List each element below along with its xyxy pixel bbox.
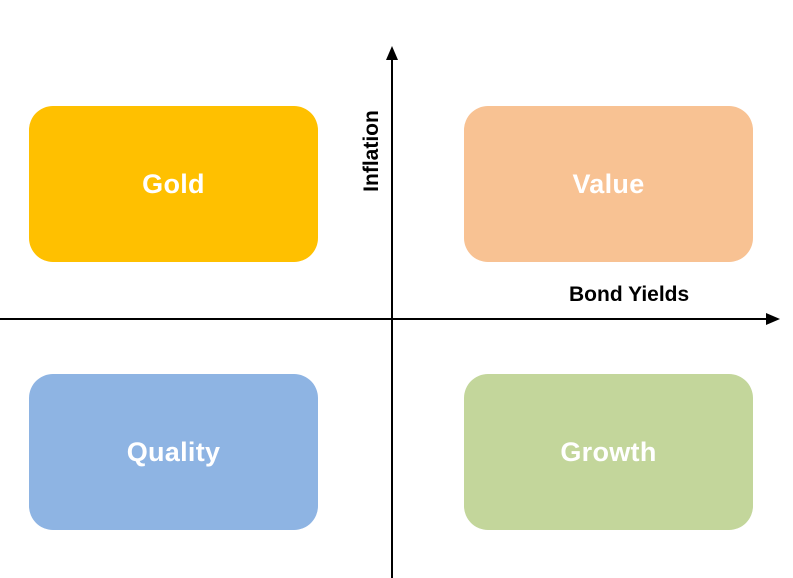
quadrant-gold-label: Gold — [142, 168, 205, 199]
quadrant-growth: Growth — [464, 374, 753, 530]
x-axis-label: Bond Yields — [569, 283, 690, 306]
quadrant-value-label: Value — [572, 168, 645, 199]
quadrant-quality: Quality — [29, 374, 318, 530]
quadrant-gold: Gold — [29, 106, 318, 262]
y-axis-label: Inflation — [360, 110, 383, 192]
x-axis-arrowhead — [766, 313, 780, 325]
quadrant-quality-label: Quality — [126, 436, 221, 467]
y-axis-arrowhead — [386, 46, 398, 60]
quadrant-value: Value — [464, 106, 753, 262]
quadrant-growth-label: Growth — [560, 436, 657, 467]
